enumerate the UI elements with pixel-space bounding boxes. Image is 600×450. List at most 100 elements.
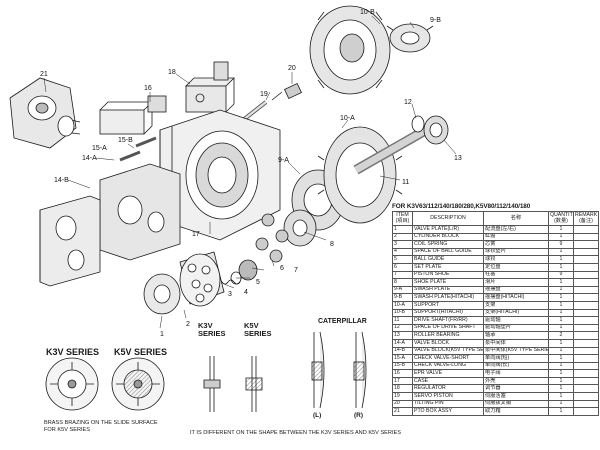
callout-9a: 9-A xyxy=(278,157,289,164)
callout-19: 19 xyxy=(260,91,268,98)
callout-17: 17 xyxy=(192,231,200,238)
cell-item: 19 xyxy=(392,392,413,401)
cell-item: 14-B xyxy=(392,346,413,356)
cell-description: SPACE OF BALL GUIDE xyxy=(412,247,484,257)
callout-11: 11 xyxy=(402,179,409,186)
parts-table: ITEM (項目) DESCRIPTION 名称 QUANTITY (数量) R… xyxy=(392,211,599,416)
k5v-series-label: K5V SERIES xyxy=(114,347,168,357)
cell-name-cn: 摇摆盘(HITACHI) xyxy=(483,293,549,302)
header-quantity: QUANTITY (数量) xyxy=(548,211,574,226)
cell-description: REGULATOR xyxy=(412,384,484,394)
cell-remark xyxy=(573,300,599,310)
cell-quantity: 1 xyxy=(548,346,574,356)
callout-6: 6 xyxy=(280,265,284,272)
cell-quantity: 1 xyxy=(548,369,574,378)
cell-item: 17 xyxy=(392,376,413,386)
shoe-plate xyxy=(283,209,317,247)
support-hitachi xyxy=(309,5,391,95)
cell-remark xyxy=(573,369,599,378)
cell-quantity: 1 xyxy=(548,308,574,318)
k5v-section xyxy=(245,356,263,412)
cell-name-cn: 芯簧 xyxy=(483,240,549,249)
left-label: (L) xyxy=(313,412,322,419)
callout-18: 18 xyxy=(168,69,176,76)
cell-item: 3 xyxy=(392,240,413,249)
cell-remark xyxy=(573,308,599,318)
cell-description: SWASH PLATE xyxy=(412,285,484,295)
cell-description: PISTON SHOE xyxy=(412,270,484,280)
tilting-pin xyxy=(271,82,302,101)
cell-name-cn: 支架 xyxy=(483,300,549,310)
cell-description: SWASH PLATE(HITACHI) xyxy=(412,293,484,302)
callout-9b: 9-B xyxy=(430,17,441,24)
cell-item: 6 xyxy=(392,262,413,272)
cell-description: TILTING PIN xyxy=(412,399,484,409)
callout-14a: 14-A xyxy=(82,155,97,162)
k3v-section xyxy=(203,356,221,412)
cell-item: 2 xyxy=(392,232,413,242)
cell-item: 7 xyxy=(392,270,413,280)
cell-name-cn: 伺服活塞 xyxy=(483,392,549,401)
cell-remark xyxy=(573,316,599,325)
valve-block xyxy=(99,163,181,261)
cell-quantity: 2 xyxy=(548,331,574,340)
callout-13: 13 xyxy=(454,155,462,162)
cell-name-cn: 缸體 xyxy=(483,232,549,242)
shaft-spacer xyxy=(411,115,425,133)
cell-description: SET PLATE xyxy=(412,262,484,272)
callout-10a: 10-A xyxy=(340,115,355,122)
callout-7: 7 xyxy=(294,267,298,274)
callout-10b: 10-B xyxy=(360,9,375,16)
cell-quantity: 9 xyxy=(548,270,574,280)
callout-16: 16 xyxy=(144,85,152,92)
cell-item: 8 xyxy=(392,278,413,287)
header-description: DESCRIPTION xyxy=(412,211,484,226)
cell-remark xyxy=(573,285,599,295)
cell-name-cn: 定位盘 xyxy=(483,262,549,272)
cell-quantity: 1 xyxy=(548,247,574,257)
cell-quantity: 9 xyxy=(548,240,574,249)
cell-remark xyxy=(573,255,599,264)
cell-item: 5 xyxy=(392,255,413,264)
cell-description: BALL GUIDE xyxy=(412,255,484,264)
cell-description: VALVE BLOCK(K5V TYPE SERIES) xyxy=(412,346,484,356)
cell-item: 13 xyxy=(392,331,413,340)
cell-description: PTO BOX ASSY xyxy=(412,407,484,416)
cell-remark xyxy=(573,331,599,340)
cell-item: 9-B xyxy=(392,293,413,302)
check-valves xyxy=(119,136,157,162)
cell-quantity: 1 xyxy=(548,232,574,242)
cell-remark xyxy=(573,278,599,287)
callout-8: 8 xyxy=(330,241,334,248)
cell-name-cn: 单向阀(短) xyxy=(483,354,549,363)
k3v-plate xyxy=(45,357,99,411)
header-name: 名称 xyxy=(483,211,549,226)
cell-name-cn: 泵中间体(K5V TYPE SERIES) xyxy=(483,346,549,356)
cell-name-cn: 柱塞 xyxy=(483,270,549,280)
swash-plate-hitachi xyxy=(386,23,434,53)
cell-description: CHECK VALVE-LONG xyxy=(412,361,484,371)
cell-remark xyxy=(573,247,599,257)
cell-quantity: 1 xyxy=(548,376,574,386)
cell-name-cn: 球铰垫片 xyxy=(483,247,549,257)
cell-quantity: 1 xyxy=(548,354,574,363)
shape-note: IT IS DIFFERENT ON THE SHAPE BETWEEN THE… xyxy=(190,430,401,436)
k3v-series-small-label: K3V SERIES xyxy=(198,321,226,338)
cell-name-cn: 驱动轴垫片 xyxy=(483,323,549,333)
cell-quantity: 1 xyxy=(548,384,574,394)
cell-description: CASE xyxy=(412,376,484,386)
piston-shoes xyxy=(255,213,289,263)
cell-quantity: 1 xyxy=(548,361,574,371)
cell-quantity: 1 xyxy=(548,323,574,333)
pto-box xyxy=(9,77,81,149)
roller-bearing xyxy=(423,115,449,145)
